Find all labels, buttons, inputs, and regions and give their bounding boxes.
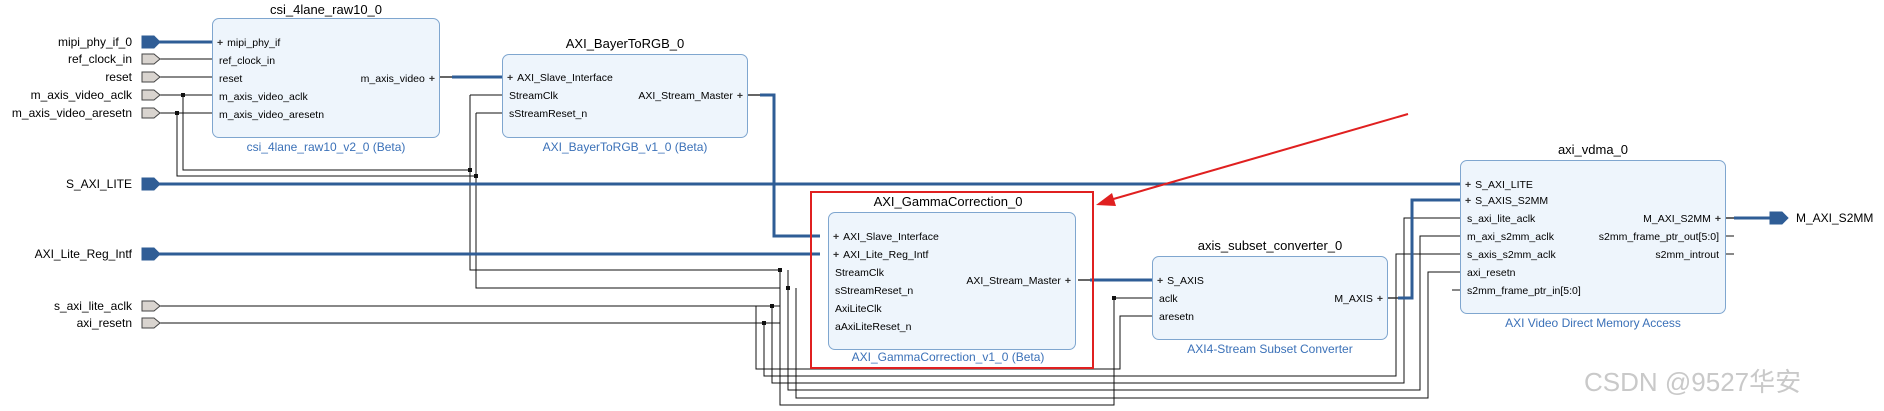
ext-port-s-axi-lite[interactable]: S_AXI_LITE [65, 177, 132, 191]
bayer-block-subtitle: AXI_BayerToRGB_v1_0 (Beta) [542, 140, 708, 154]
csi-pin-ref-clock-in[interactable]: ref_clock_in [219, 55, 276, 67]
subset-block[interactable]: +S_AXIS aclk aresetn M_AXIS+ [1152, 256, 1388, 340]
vdma-pin-s2mm-introut[interactable]: s2mm_introut [1655, 249, 1719, 261]
vdma-pin-s-axis-s2mm-aclk[interactable]: s_axis_s2mm_aclk [1467, 249, 1556, 261]
vdma-pin-s-axi-lite[interactable]: +S_AXI_LITE [1465, 179, 1533, 191]
bayer-pin-sstreamreset-n[interactable]: sStreamReset_n [509, 108, 588, 120]
ext-port-axi-resetn[interactable]: axi_resetn [76, 316, 132, 330]
ext-port-m-axis-video-aresetn[interactable]: m_axis_video_aresetn [11, 106, 132, 120]
vdma-block-title: axi_vdma_0 [1557, 142, 1629, 157]
subset-pin-aresetn[interactable]: aresetn [1159, 311, 1195, 323]
ext-port-reset[interactable]: reset [105, 70, 132, 84]
subset-block-subtitle: AXI4-Stream Subset Converter [1187, 342, 1353, 356]
csi-block-subtitle: csi_4lane_raw10_v2_0 (Beta) [246, 140, 406, 154]
subset-pin-s-axis[interactable]: +S_AXIS [1157, 275, 1204, 287]
vdma-block[interactable]: +S_AXI_LITE +S_AXIS_S2MM s_axi_lite_aclk… [1460, 160, 1726, 314]
csdn-watermark: CSDN @9527华安 [1584, 367, 1802, 397]
pin-stubs [440, 76, 1734, 299]
vdma-pin-m-axi-s2mm[interactable]: M_AXI_S2MM+ [1643, 213, 1721, 225]
csi-pin-m-axis-video-aclk[interactable]: m_axis_video_aclk [219, 91, 308, 103]
ext-port-m-axis-video-aclk[interactable]: m_axis_video_aclk [30, 88, 132, 102]
vdma-pin-s2mm-frame-ptr-out[interactable]: s2mm_frame_ptr_out[5:0] [1598, 231, 1719, 243]
gamma-block-subtitle: AXI_GammaCorrection_v1_0 (Beta) [851, 350, 1045, 364]
gamma-pin-axiliteclk[interactable]: AxiLiteClk [835, 303, 882, 315]
csi-block-title: csi_4lane_raw10_0 [269, 2, 383, 17]
subset-pin-aclk[interactable]: aclk [1159, 293, 1178, 305]
csi-pin-m-axis-video[interactable]: m_axis_video+ [360, 73, 435, 85]
csi-pin-m-axis-video-aresetn[interactable]: m_axis_video_aresetn [219, 109, 325, 121]
vdma-block-subtitle: AXI Video Direct Memory Access [1505, 316, 1681, 330]
gamma-pin-streamclk[interactable]: StreamClk [835, 267, 885, 279]
ext-port-m-axi-s2mm[interactable]: M_AXI_S2MM [1796, 211, 1874, 225]
external-port-shapes [141, 35, 1789, 329]
interface-buses [158, 40, 1770, 300]
vdma-pin-axi-resetn[interactable]: axi_resetn [1467, 267, 1516, 279]
net-junctions [175, 93, 1116, 325]
gamma-pin-sstreamreset-n[interactable]: sStreamReset_n [835, 285, 914, 297]
gamma-highlight-frame [810, 191, 1094, 369]
gamma-pin-axi-slave-interface[interactable]: +AXI_Slave_Interface [833, 231, 939, 243]
csi-pin-reset[interactable]: reset [219, 73, 243, 85]
ext-port-mipi-phy-if-0[interactable]: mipi_phy_if_0 [57, 35, 132, 49]
gamma-block[interactable]: +AXI_Slave_Interface +AXI_Lite_Reg_Intf … [828, 212, 1076, 350]
ext-port-s-axi-lite-aclk[interactable]: s_axi_lite_aclk [53, 299, 132, 313]
bayer-pin-streamclk[interactable]: StreamClk [509, 90, 559, 102]
gamma-block-title: AXI_GammaCorrection_0 [873, 194, 1023, 209]
bayer-block-title: AXI_BayerToRGB_0 [565, 36, 685, 51]
vdma-pin-s-axi-lite-aclk[interactable]: s_axi_lite_aclk [1467, 213, 1536, 225]
gamma-pin-axi-stream-master[interactable]: AXI_Stream_Master+ [966, 275, 1071, 287]
bayer-pin-axi-slave-interface[interactable]: +AXI_Slave_Interface [507, 72, 613, 84]
gamma-pin-axi-lite-reg-intf[interactable]: +AXI_Lite_Reg_Intf [833, 249, 929, 261]
vdma-pin-s2mm-frame-ptr-in[interactable]: s2mm_frame_ptr_in[5:0] [1467, 285, 1581, 297]
bayer-pin-axi-stream-master[interactable]: AXI_Stream_Master+ [638, 90, 743, 102]
gamma-pin-aaxilitereset-n[interactable]: aAxiLiteReset_n [835, 321, 912, 333]
vdma-pin-s-axis-s2mm[interactable]: +S_AXIS_S2MM [1465, 195, 1549, 207]
csi-pin-mipi-phy-if[interactable]: +mipi_phy_if [217, 37, 281, 49]
ext-port-ref-clock-in[interactable]: ref_clock_in [67, 52, 132, 66]
csi-block[interactable]: +mipi_phy_if ref_clock_in reset m_axis_v… [212, 18, 440, 138]
bayer-block[interactable]: +AXI_Slave_Interface StreamClk sStreamRe… [502, 54, 748, 138]
vdma-pin-m-axi-s2mm-aclk[interactable]: m_axi_s2mm_aclk [1467, 231, 1554, 243]
subset-block-title: axis_subset_converter_0 [1197, 238, 1343, 253]
ext-port-axi-lite-reg-intf[interactable]: AXI_Lite_Reg_Intf [34, 247, 132, 261]
annotation-arrow [1096, 113, 1409, 206]
subset-pin-m-axis[interactable]: M_AXIS+ [1334, 293, 1383, 305]
